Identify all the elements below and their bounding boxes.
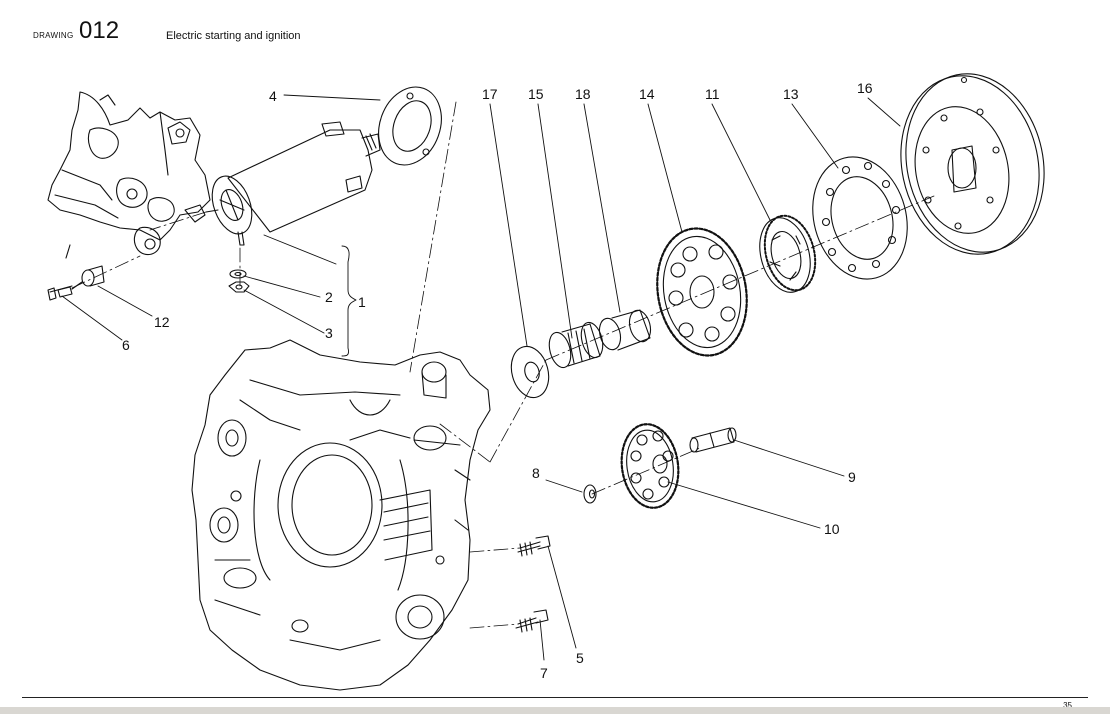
page-number: 35 <box>1063 701 1072 710</box>
flywheel-rotor <box>900 73 1045 255</box>
callout-14: 14 <box>639 86 655 102</box>
crankcase-upper-fragment <box>47 91 211 259</box>
screw-and-spacer <box>47 265 105 301</box>
callout-10: 10 <box>824 521 840 537</box>
callout-18: 18 <box>575 86 591 102</box>
callout-5: 5 <box>576 650 584 666</box>
starter-motor <box>205 121 381 246</box>
washer-and-nut <box>228 269 250 293</box>
callout-16: 16 <box>857 80 873 96</box>
clutch-flange <box>812 156 908 280</box>
leader-lines <box>61 94 901 661</box>
callout-2: 2 <box>325 289 333 305</box>
callout-4: 4 <box>269 88 277 104</box>
footer-rule <box>22 697 1088 698</box>
drawing-title: Electric starting and ignition <box>166 30 301 42</box>
freewheel-clutch <box>759 214 817 293</box>
idler-gear-small <box>620 423 680 509</box>
assembly-axis-lines <box>71 101 935 629</box>
callout-13: 13 <box>783 86 799 102</box>
callout-15: 15 <box>528 86 544 102</box>
callout-8: 8 <box>532 465 540 481</box>
starter-seal <box>378 86 442 166</box>
callout-11: 11 <box>705 86 720 102</box>
callout-17: 17 <box>482 86 498 102</box>
crankcase-main <box>191 339 491 691</box>
gear-shaft <box>689 427 737 453</box>
callout-6: 6 <box>122 337 130 353</box>
bushing <box>598 309 652 351</box>
callout-9: 9 <box>848 469 856 485</box>
callout-numbers: 4 17 15 18 14 11 13 16 2 3 1 12 6 8 9 10… <box>122 80 873 681</box>
callout-3: 3 <box>325 325 333 341</box>
idler-gear-large <box>656 227 748 357</box>
callout-12: 12 <box>154 314 170 330</box>
viewer-bottom-bar <box>0 707 1110 714</box>
circlip <box>583 484 597 504</box>
thrust-washer <box>510 345 550 399</box>
needle-bearing <box>548 321 604 369</box>
screws <box>515 535 551 633</box>
callout-7: 7 <box>540 665 548 681</box>
callout-1: 1 <box>358 294 366 310</box>
drawing-kind-label: DRAWING <box>33 31 74 40</box>
drawing-number: 012 <box>79 17 120 44</box>
